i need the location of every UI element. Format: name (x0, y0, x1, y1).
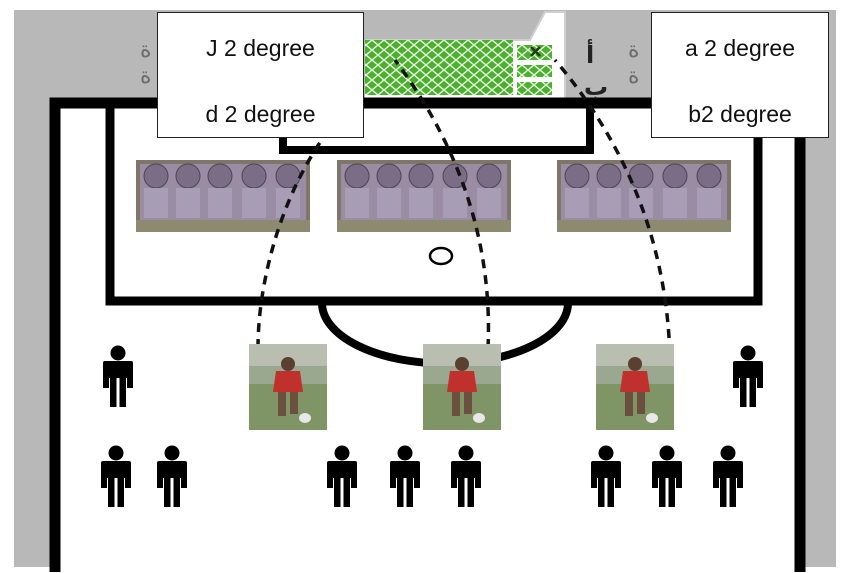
arabic-mark-ba: ب (584, 76, 608, 98)
left-label-top: J 2 degree (158, 35, 363, 62)
arabic-mark-left-1: ة (140, 40, 152, 62)
right-label-bottom: b2 degree (652, 101, 828, 128)
kicker-left-photo (249, 344, 327, 430)
kicker-right-photo (596, 344, 674, 430)
arabic-mark-alif: أ (586, 44, 594, 66)
kicker-center-photo (423, 344, 501, 430)
right-label-top: a 2 degree (652, 35, 828, 62)
arabic-mark-left-2: ة (140, 66, 152, 88)
left-label-box: J 2 degree d 2 degree (157, 12, 364, 138)
defensive-wall-right (557, 160, 731, 232)
left-label-bottom: d 2 degree (158, 101, 363, 128)
defensive-wall-left (136, 160, 310, 232)
defensive-wall-center (337, 160, 511, 232)
arabic-mark-right-2: ة (628, 66, 640, 88)
right-label-box: a 2 degree b2 degree (651, 12, 829, 138)
goal-net (365, 40, 513, 95)
arabic-mark-right-1: ة (628, 40, 640, 62)
ball-icon (430, 248, 452, 264)
